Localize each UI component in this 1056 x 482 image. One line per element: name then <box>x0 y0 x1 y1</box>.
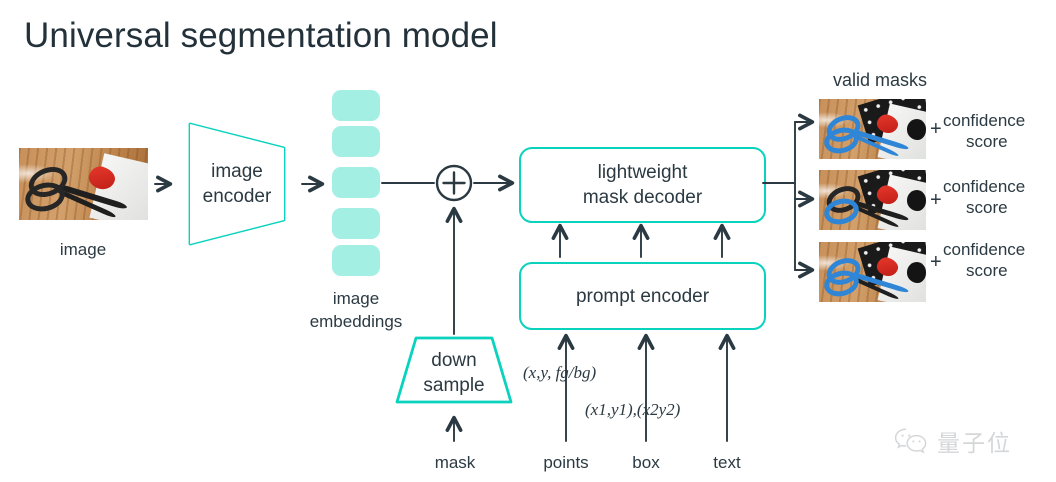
photo-scissors-masked <box>821 253 917 302</box>
confidence-score-line2: score <box>966 261 1008 280</box>
prompt-label-box: box <box>632 453 660 472</box>
image-encoder-shape: image encoder <box>176 118 298 250</box>
watermark: 量子位 <box>893 424 1012 458</box>
prompt-label-mask: mask <box>434 453 476 472</box>
image-encoder-outline <box>176 118 298 250</box>
points-annotation: (x,y, fg/bg) <box>523 363 597 382</box>
photo-scissors <box>21 161 138 219</box>
plus-symbol: + <box>930 118 942 140</box>
downsample-label: down sample <box>390 334 518 412</box>
prompt-encoder-box: prompt encoder <box>519 262 766 330</box>
photo-highlight <box>19 163 58 183</box>
confidence-score-line2: score <box>966 198 1008 217</box>
photo-highlight <box>819 183 852 199</box>
prompt-encoder-label: prompt encoder <box>575 285 710 307</box>
output-mask-thumbnail <box>819 170 926 230</box>
downsample-label-line1: down <box>431 350 477 371</box>
embedding-block <box>332 208 380 239</box>
plus-symbol: + <box>930 251 942 273</box>
confidence-score-line2: score <box>966 132 1008 151</box>
image-embeddings-caption-line1: image <box>332 289 380 308</box>
output-mask-thumbnail <box>819 242 926 302</box>
photo-dark-wedge <box>906 119 926 140</box>
downsample-outline <box>395 336 513 404</box>
mask-decoder-label-line2: mask decoder <box>582 187 703 208</box>
photo-highlight <box>819 255 852 271</box>
input-image-thumbnail <box>19 148 148 220</box>
plus-symbol: + <box>930 189 942 211</box>
watermark-text: 量子位 <box>937 431 1012 457</box>
confidence-score-line1: confidence <box>943 111 1026 130</box>
photo-scissors-masked <box>821 110 917 159</box>
embedding-block <box>332 167 380 198</box>
downsample-label-line2: sample <box>423 375 485 396</box>
embedding-block <box>332 90 380 121</box>
prompt-label-points: points <box>543 453 589 472</box>
confidence-score-line1: confidence <box>943 177 1026 196</box>
photo-dark-wedge <box>906 262 926 283</box>
embedding-block <box>332 126 380 157</box>
photo-scissors-masked <box>821 181 917 230</box>
box-annotation: (x1,y1),(x2y2) <box>585 400 681 419</box>
sum-operator <box>435 164 473 202</box>
valid-masks-heading: valid masks <box>832 70 928 90</box>
confidence-score-line1: confidence <box>943 240 1026 259</box>
wechat-icon <box>894 428 927 454</box>
downsample-shape: down sample <box>390 334 518 412</box>
photo-highlight <box>819 112 852 128</box>
mask-decoder-box: lightweight mask decoder <box>519 147 766 223</box>
sum-operator-glyph <box>435 164 473 202</box>
image-encoder-label-line1: image <box>211 161 263 182</box>
image-encoder-label-line2: encoder <box>202 186 272 207</box>
output-mask-thumbnail <box>819 99 926 159</box>
prompt-label-text: text <box>713 453 741 472</box>
page-title: Universal segmentation model <box>24 16 498 55</box>
mask-decoder-label-line1: lightweight <box>597 162 688 183</box>
image-embeddings-caption-line2: embeddings <box>309 312 403 331</box>
photo-dark-wedge <box>906 190 926 211</box>
embedding-block <box>332 245 380 276</box>
image-encoder-label: image encoder <box>176 118 298 250</box>
input-image-caption: image <box>59 240 107 259</box>
